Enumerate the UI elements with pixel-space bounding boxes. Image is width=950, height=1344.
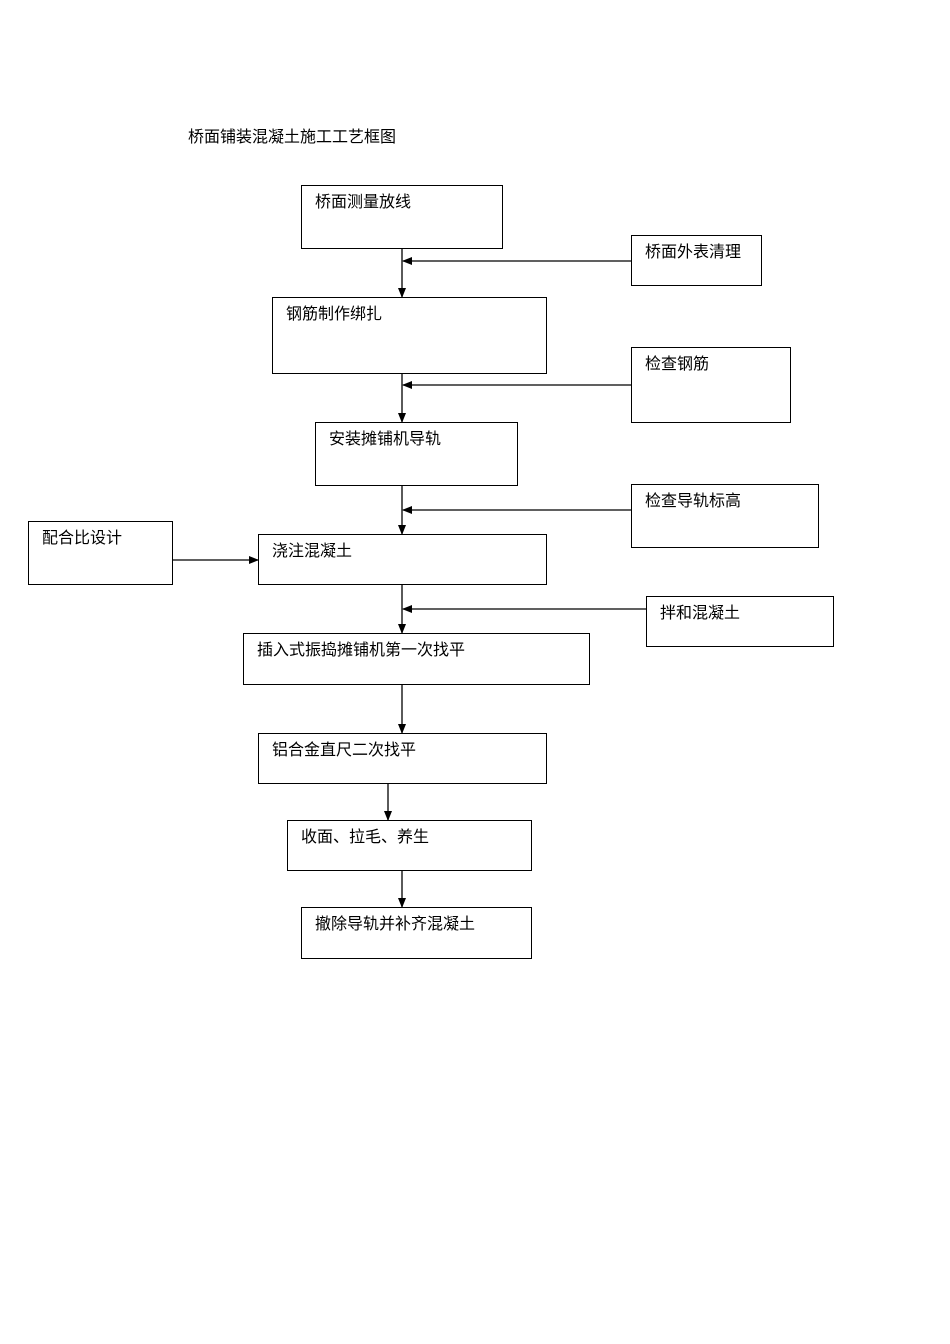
step-pour-concrete: 浇注混凝土: [258, 534, 547, 585]
side-label: 检查钢筋: [645, 354, 710, 373]
step-install-rails: 安装摊铺机导轨: [315, 422, 518, 486]
step-label: 收面、拉毛、养生: [301, 827, 430, 846]
side-check-rebar: 检查钢筋: [631, 347, 791, 423]
side-label: 桥面外表清理: [645, 242, 742, 261]
step-label: 浇注混凝土: [272, 541, 353, 560]
diagram-title: 桥面铺装混凝土施工工艺框图: [188, 127, 397, 146]
side-mix-concrete: 拌和混凝土: [646, 596, 834, 647]
step-label: 插入式振捣摊铺机第一次找平: [257, 640, 466, 659]
side-surface-cleaning: 桥面外表清理: [631, 235, 762, 286]
step-remove-rails: 撤除导轨并补齐混凝土: [301, 907, 532, 959]
step-vibrate-first-level: 插入式振捣摊铺机第一次找平: [243, 633, 590, 685]
step-survey-layout: 桥面测量放线: [301, 185, 503, 249]
side-label: 配合比设计: [42, 528, 123, 547]
step-label: 铝合金直尺二次找平: [272, 740, 417, 759]
side-label: 检查导轨标高: [645, 491, 742, 510]
side-label: 拌和混凝土: [660, 603, 741, 622]
step-second-level: 铝合金直尺二次找平: [258, 733, 547, 784]
step-rebar-fabrication: 钢筋制作绑扎: [272, 297, 547, 374]
side-mix-design: 配合比设计: [28, 521, 173, 585]
side-check-rail-elevation: 检查导轨标高: [631, 484, 819, 548]
step-finish-cure: 收面、拉毛、养生: [287, 820, 532, 871]
step-label: 桥面测量放线: [315, 192, 412, 211]
step-label: 撤除导轨并补齐混凝土: [315, 914, 476, 933]
step-label: 安装摊铺机导轨: [329, 429, 442, 448]
step-label: 钢筋制作绑扎: [286, 304, 383, 323]
